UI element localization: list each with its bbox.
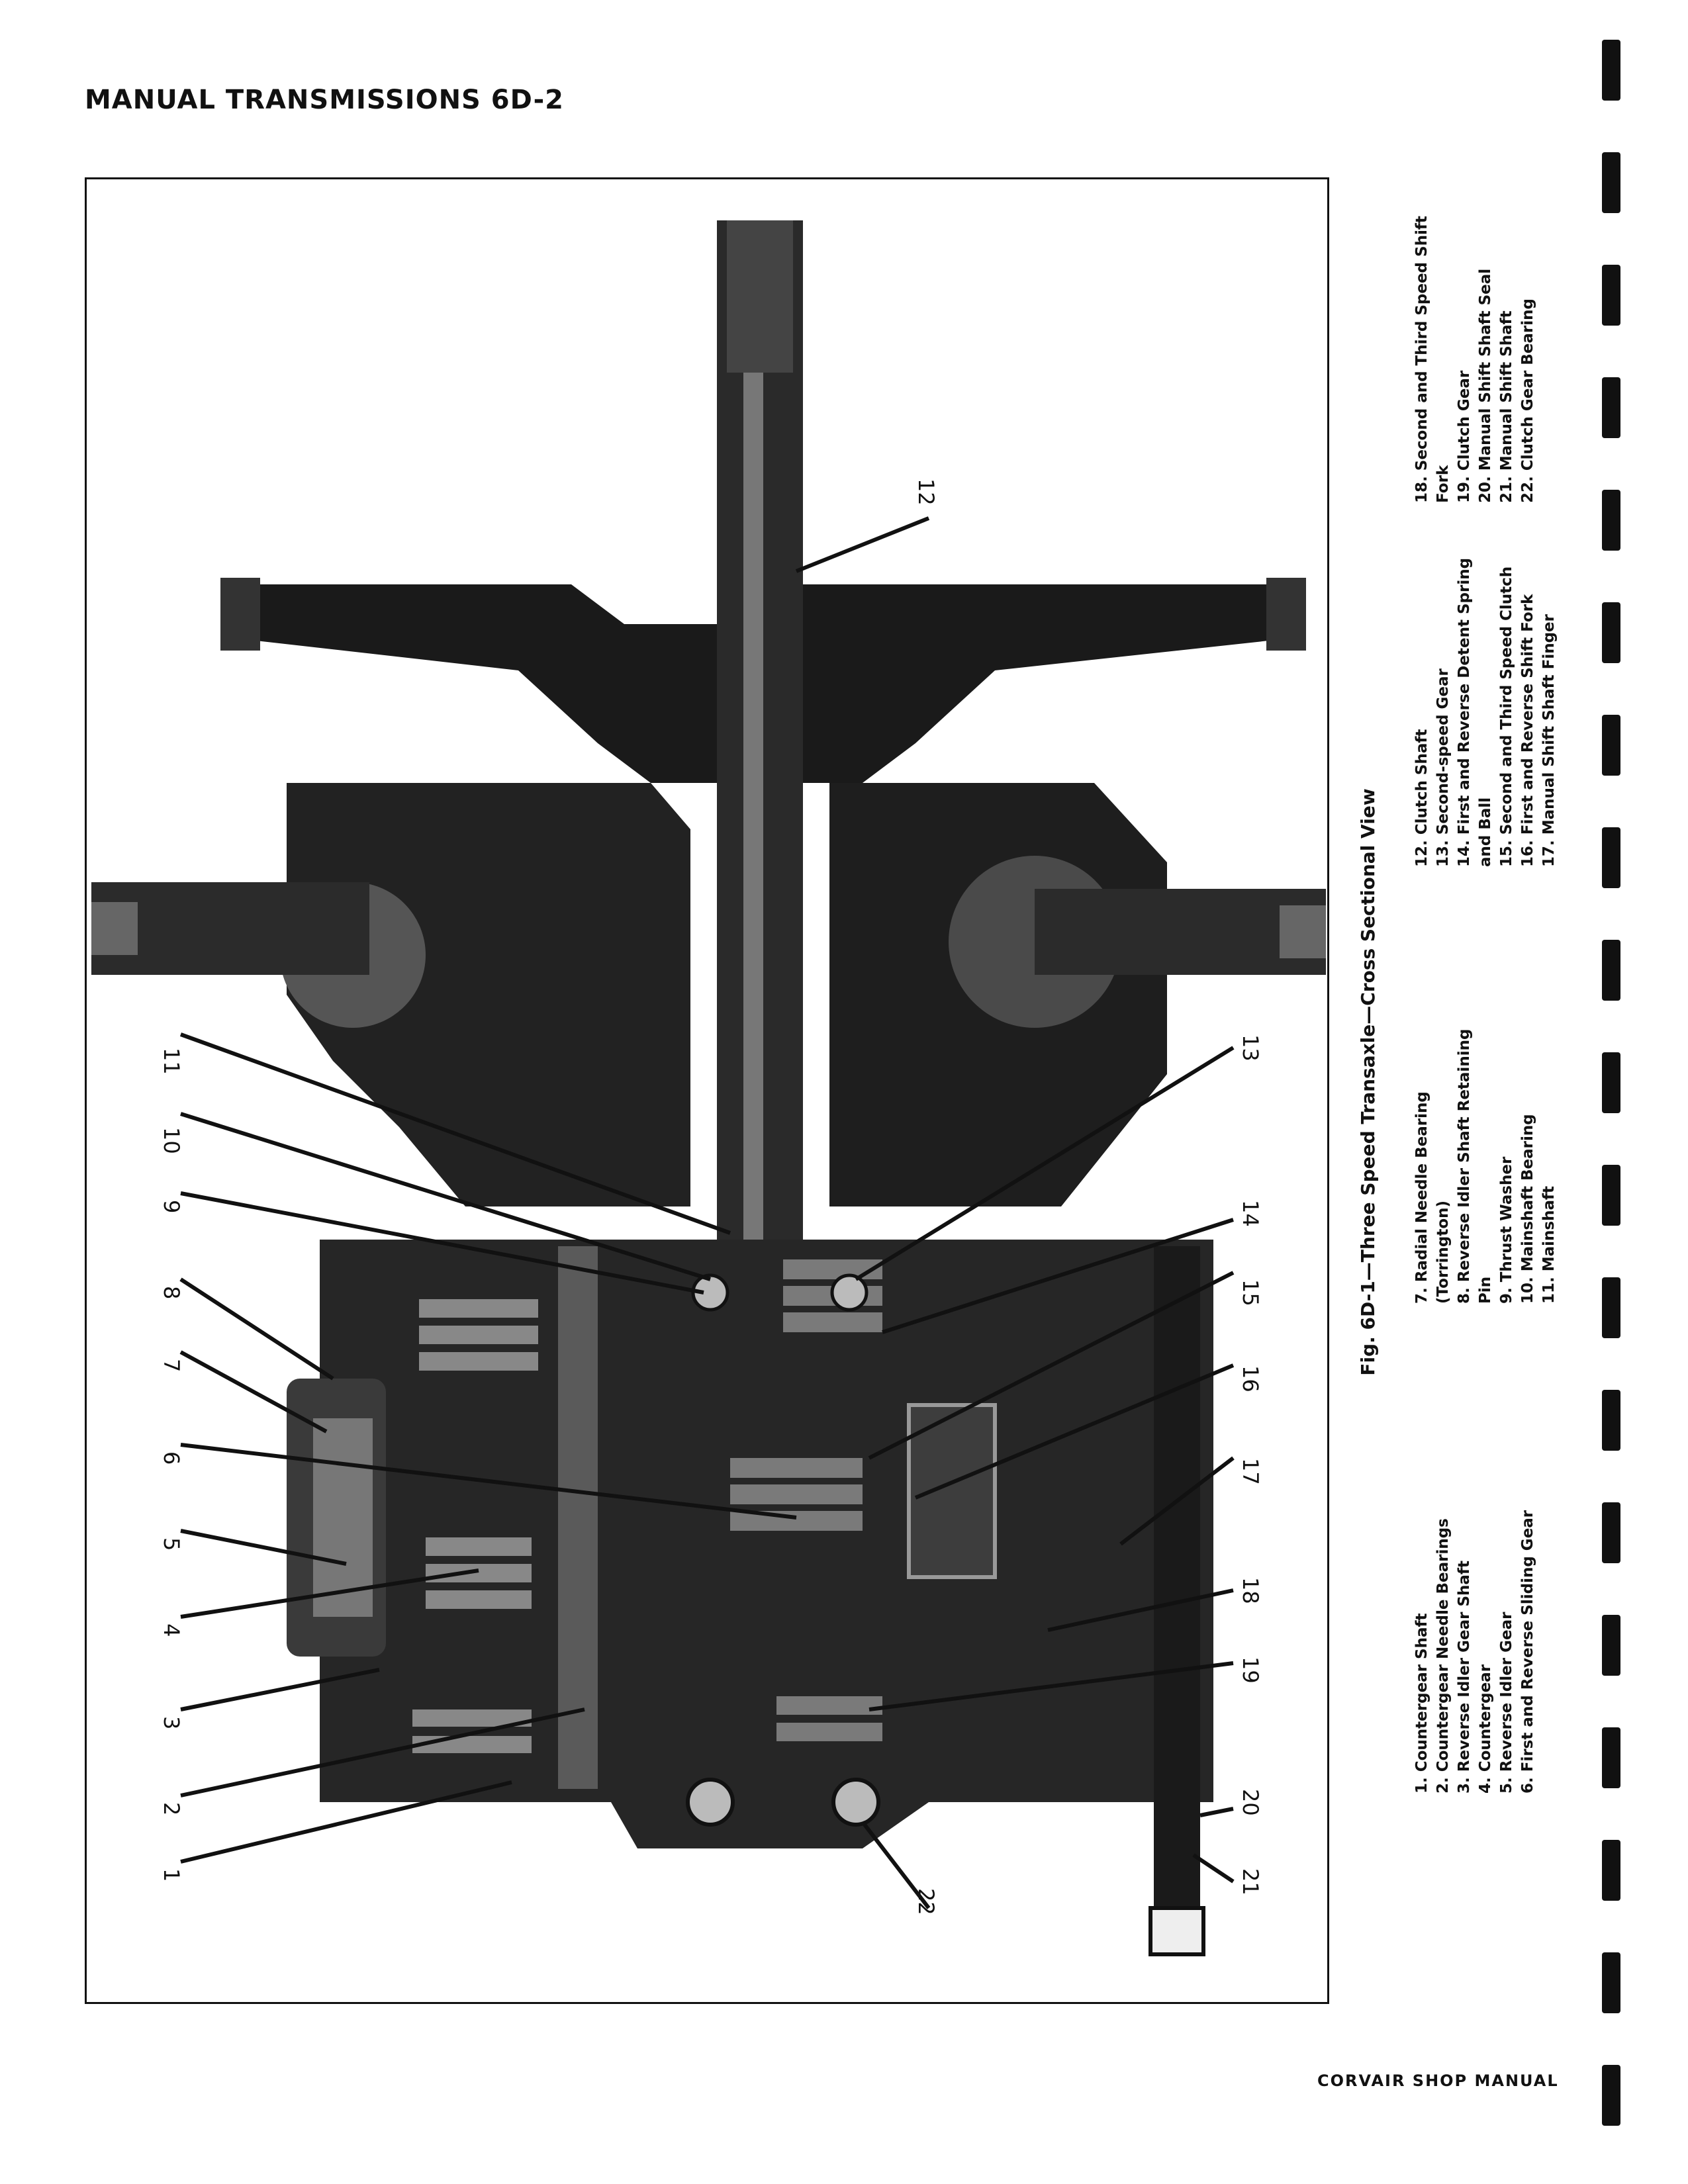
legend-item: 18. Second and Third Speed Shift (1413, 216, 1430, 503)
countergear-shaft (558, 1246, 598, 1789)
mainshaft-gears (730, 1259, 882, 1741)
shift-fork (907, 1403, 997, 1579)
manual-shift-shaft-end (1149, 1906, 1205, 1956)
legend-item: Pin (1477, 1276, 1494, 1304)
binder-tab (1602, 1615, 1620, 1676)
binder-tab (1602, 1052, 1620, 1113)
binder-tab (1602, 827, 1620, 888)
callout-12: 12 (914, 478, 939, 506)
binder-tab (1602, 377, 1620, 438)
callout-3: 3 (159, 1716, 184, 1729)
callout-2: 2 (159, 1802, 184, 1815)
legend-item: 4. Countergear (1477, 1664, 1494, 1794)
legend-item: 21. Manual Shift Shaft (1498, 310, 1515, 503)
differential-housing (287, 783, 690, 1206)
callout-21: 21 (1238, 1868, 1263, 1895)
page-footer: CORVAIR SHOP MANUAL (1317, 2071, 1559, 2090)
callout-4: 4 (159, 1623, 184, 1637)
binder-tab (1602, 1390, 1620, 1451)
legend-column-3: 12. Clutch Shaft 13. Second-speed Gear 1… (1411, 470, 1560, 867)
legend-column-4: 18. Second and Third Speed Shift Fork 19… (1411, 172, 1538, 503)
binder-tab (1602, 715, 1620, 776)
manual-shift-shaft (1154, 1246, 1200, 1941)
binder-tab (1602, 1952, 1620, 2013)
binder-tab (1602, 1502, 1620, 1563)
legend-column-2: 7. Radial Needle Bearing (Torrington) 8.… (1411, 893, 1560, 1304)
figure-caption-block: Fig. 6D-1—Three Speed Transaxle—Cross Se… (1357, 216, 1558, 1794)
legend-item: 19. Clutch Gear (1456, 370, 1473, 503)
axle-left-end (91, 902, 138, 955)
binder-tab (1602, 490, 1620, 551)
callout-7: 7 (159, 1359, 184, 1372)
axle-right (1035, 889, 1326, 975)
callout-17: 17 (1238, 1458, 1263, 1485)
binder-tab (1602, 265, 1620, 326)
transmission-case (320, 1240, 1213, 1848)
callout-20: 20 (1238, 1789, 1263, 1816)
legend-item: 5. Reverse Idler Gear (1498, 1612, 1515, 1794)
legend-item: 3. Reverse Idler Gear Shaft (1456, 1561, 1473, 1794)
binder-tab (1602, 1727, 1620, 1788)
legend-item: 20. Manual Shift Shaft Seal (1477, 268, 1494, 503)
legend-item: 16. First and Reverse Shift Fork (1519, 594, 1536, 867)
axle-right-end (1280, 905, 1326, 958)
reverse-idler-gear (313, 1418, 373, 1617)
clutch-gear-bearing-a (686, 1778, 735, 1827)
legend-item: 6. First and Reverse Sliding Gear (1519, 1510, 1536, 1794)
legend-item: and Ball (1477, 797, 1494, 867)
callout-8: 8 (159, 1286, 184, 1299)
binder-tab (1602, 1277, 1620, 1338)
illustration-group: 1 2 3 4 5 6 7 8 9 10 11 12 13 14 15 16 1… (91, 220, 1326, 1956)
callout-15: 15 (1238, 1279, 1263, 1306)
legend-item: 14. First and Reverse Detent Spring (1456, 557, 1473, 867)
callout-6: 6 (159, 1451, 184, 1465)
legend-item: 22. Clutch Gear Bearing (1519, 298, 1536, 503)
callout-9: 9 (159, 1200, 184, 1213)
callout-16: 16 (1238, 1365, 1263, 1392)
binder-tab (1602, 1840, 1620, 1901)
callout-11: 11 (159, 1048, 184, 1075)
callout-1: 1 (159, 1868, 184, 1882)
callout-22: 22 (914, 1888, 939, 1915)
clutch-shaft-spline (727, 220, 793, 373)
legend-item: 17. Manual Shift Shaft Finger (1540, 614, 1558, 867)
binder-tab (1602, 1165, 1620, 1226)
transaxle-cross-section-figure: 1 2 3 4 5 6 7 8 9 10 11 12 13 14 15 16 1… (85, 177, 1329, 2004)
binder-tabs (1602, 40, 1628, 2158)
binder-tab (1602, 152, 1620, 213)
leader-lines (179, 516, 1235, 1909)
legend-item: (Torrington) (1434, 1200, 1452, 1304)
flange-right (1266, 578, 1306, 651)
callout-10: 10 (159, 1127, 184, 1154)
legend-column-1: 1. Countergear Shaft 2. Countergear Need… (1411, 1330, 1538, 1794)
legend-item: 1. Countergear Shaft (1413, 1613, 1430, 1794)
legend-item: 7. Radial Needle Bearing (1413, 1091, 1430, 1304)
legend-item: 9. Thrust Washer (1498, 1156, 1515, 1304)
transaxle-illustration: 1 2 3 4 5 6 7 8 9 10 11 12 13 14 15 16 1… (91, 220, 1326, 1956)
callout-18: 18 (1238, 1577, 1263, 1604)
legend-item: 13. Second-speed Gear (1434, 668, 1452, 867)
binder-tab (1602, 2065, 1620, 2126)
legend-item: 10. Mainshaft Bearing (1519, 1114, 1536, 1304)
callout-19: 19 (1238, 1657, 1263, 1684)
binder-tab (1602, 940, 1620, 1001)
callout-13: 13 (1238, 1034, 1263, 1062)
binder-tab (1602, 40, 1620, 101)
binder-tab (1602, 602, 1620, 663)
callout-14: 14 (1238, 1200, 1263, 1227)
legend-item: 15. Second and Third Speed Clutch (1498, 566, 1515, 867)
legend-item: 12. Clutch Shaft (1413, 729, 1430, 867)
flange-left (220, 578, 260, 651)
clutch-gear-bearing-b (831, 1778, 880, 1827)
legend-item: 2. Countergear Needle Bearings (1434, 1518, 1452, 1794)
legend-item: 11. Mainshaft (1540, 1185, 1558, 1304)
figure-caption: Fig. 6D-1—Three Speed Transaxle—Cross Se… (1357, 788, 1379, 1376)
caption-rotated: Fig. 6D-1—Three Speed Transaxle—Cross Se… (1357, 216, 1558, 1794)
page-header: MANUAL TRANSMISSIONS 6D-2 (85, 85, 565, 115)
legend-item: Fork (1434, 465, 1452, 503)
legend-item: 8. Reverse Idler Shaft Retaining (1456, 1028, 1473, 1304)
callout-5: 5 (159, 1537, 184, 1551)
mainshaft-bearing-b (830, 1273, 868, 1312)
callout-labels: 1 2 3 4 5 6 7 8 9 10 11 12 13 14 15 16 1… (159, 478, 1263, 1915)
